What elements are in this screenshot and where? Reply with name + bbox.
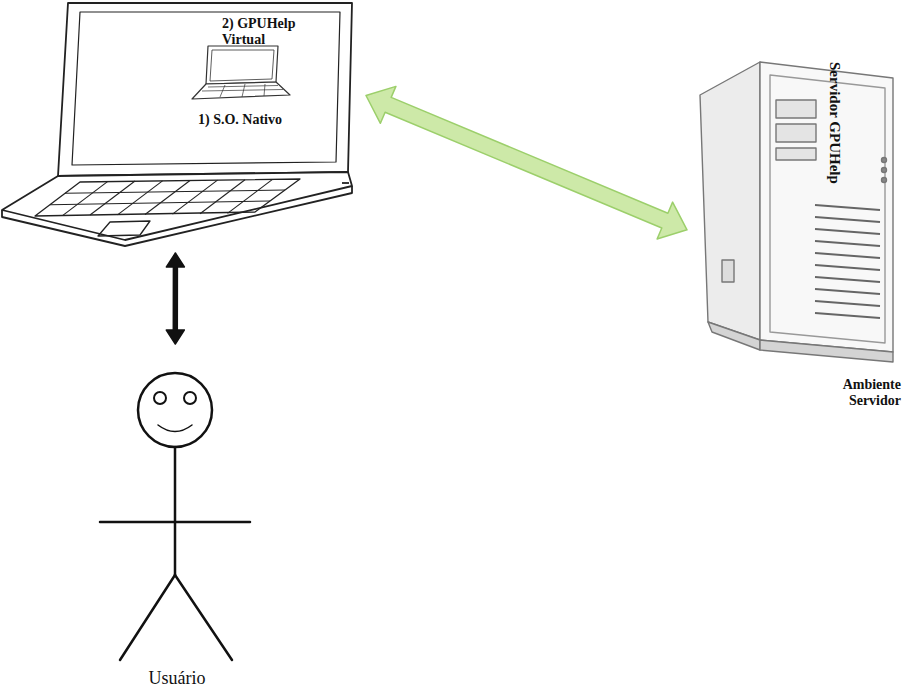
server-led [882,168,887,173]
server-label: Servidor GPUHelp [826,62,843,192]
user-label: Usuário [92,668,262,689]
server-front [760,62,893,352]
port-mark [342,182,349,184]
mini-base [192,82,290,99]
mini-lid [206,46,278,84]
server-foot [708,322,760,350]
grille-line [815,289,880,294]
touchpad [98,221,150,236]
environment-label: Ambiente Servidor [815,377,901,409]
laptop-node: 1) S.O. Nativo 2) GPUHelp Virtual [0,0,358,245]
laptop-drawing [2,3,352,246]
grille-line [815,205,880,210]
key-line [90,181,135,215]
figure-leg [175,575,232,660]
virtual-laptop-node: 2) GPUHelp Virtual [188,14,303,106]
interaction-arrow [166,253,184,344]
side-port [722,260,734,282]
key-line [50,201,270,205]
key-line [145,181,190,215]
server-side [700,62,760,340]
key-line [65,190,285,193]
figure-body [174,447,177,575]
key-line [228,179,273,213]
os-label: 1) S.O. Nativo [198,112,328,128]
figure-leg [120,575,175,660]
grille-line [815,277,880,282]
server-drawing [700,62,893,362]
drive-bay [776,100,816,118]
stick-figure [100,373,250,660]
server-foot [760,340,893,362]
laptop-screen [72,12,340,165]
grille-line [815,241,880,246]
key-line [200,180,245,214]
virtual-laptop-drawing [192,46,290,99]
key-line [118,181,163,215]
figure-eye [154,392,166,404]
mini-key-line [220,85,225,97]
server-led [882,178,887,183]
mini-key-line [208,86,278,88]
virtual-label: 2) GPUHelp Virtual [222,16,304,48]
grille-line [815,313,880,318]
mini-key-line [202,90,283,92]
laptop-keyboard [35,179,300,216]
figure-smile [158,425,192,432]
laptop-lid [58,3,352,176]
server-led [882,158,887,163]
keyboard-keys [50,179,285,215]
figure-arms [100,521,250,524]
key-line [63,182,108,216]
grille-line [815,253,880,258]
mini-screen [210,50,274,81]
network-arrow [366,86,687,239]
server-node: Servidor GPUHelpAmbiente Servidor [695,55,903,427]
drive-bay [776,124,816,142]
drive-bay [776,148,816,160]
figure-eye [184,392,196,404]
grille-line [815,301,880,306]
grille-line [815,229,880,234]
server-grille [815,205,880,318]
key-line [173,180,218,214]
mini-key-line [264,84,265,96]
figure-head [138,373,212,447]
grille-line [815,265,880,270]
mini-key-line [242,84,245,97]
user-node: Usuário [92,352,262,690]
grille-line [815,217,880,222]
